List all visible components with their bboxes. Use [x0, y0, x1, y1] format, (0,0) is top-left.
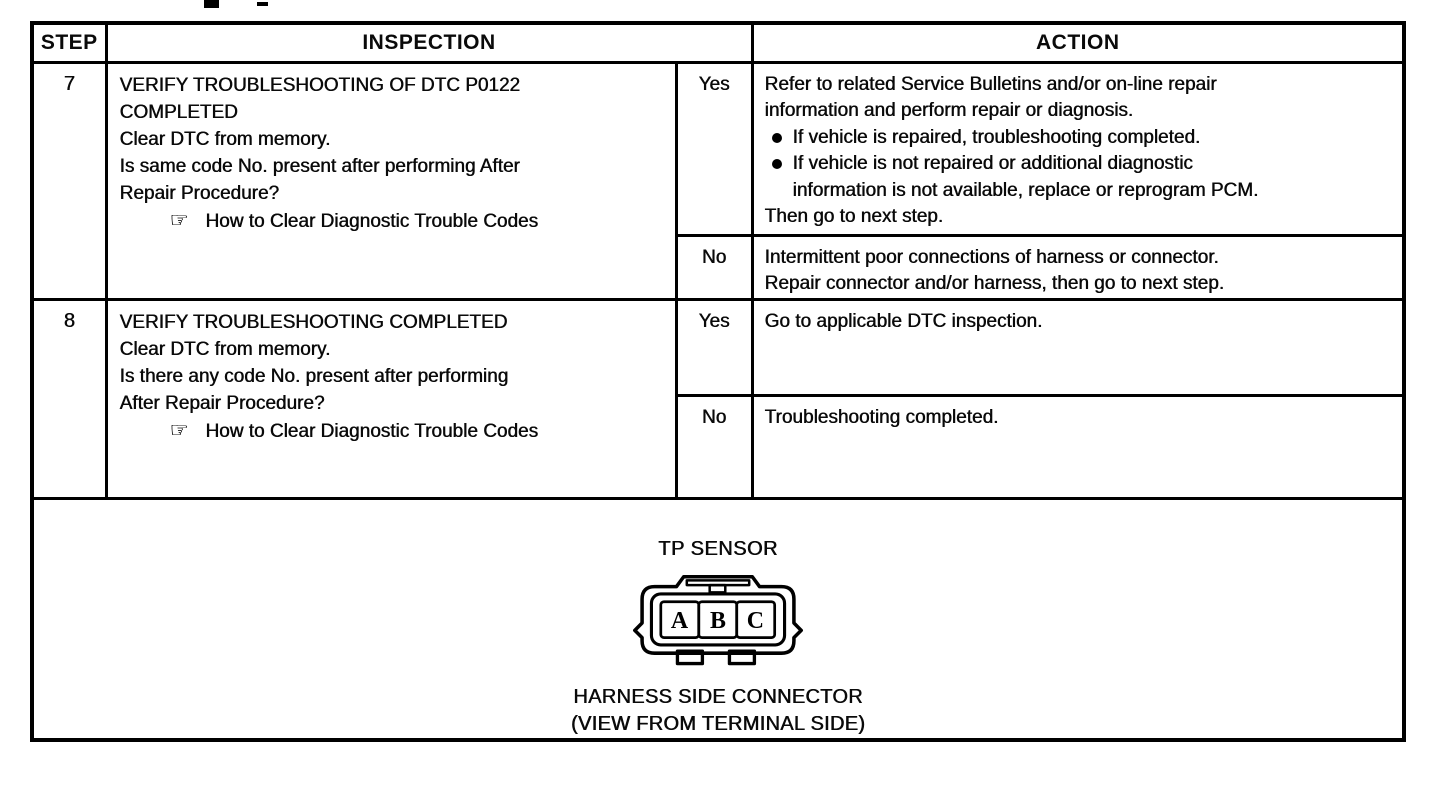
- action-cell: Refer to related Service Bulletins and/o…: [750, 60, 1406, 237]
- reference-text: How to Clear Diagnostic Trouble Codes: [205, 210, 538, 232]
- connector-tab-left: [675, 648, 705, 665]
- bullet-icon: [771, 132, 782, 143]
- action-line: Repair connector and/or harness, then go…: [764, 273, 1224, 294]
- inspection-line: After Repair Procedure?: [119, 392, 325, 414]
- terminal-box-c: [735, 599, 777, 639]
- inspection-cell: VERIFY TROUBLESHOOTING COMPLETED Clear D…: [104, 297, 678, 500]
- table-row: No Intermittent poor connections of harn…: [32, 233, 1406, 301]
- scan-artifact: [204, 0, 219, 8]
- step-number: 7: [30, 60, 108, 301]
- inspection-line: Clear DTC from memory.: [119, 338, 331, 360]
- reference-line: ☞ How to Clear Diagnostic Trouble Codes: [120, 417, 667, 445]
- action-line: If vehicle is repaired, troubleshooting …: [792, 126, 1201, 148]
- scan-artifact: [257, 2, 268, 6]
- inspection-cell: VERIFY TROUBLESHOOTING OF DTC P0122 COMP…: [104, 60, 678, 301]
- table-row: No Troubleshooting completed.: [32, 393, 1406, 500]
- table-row: 8 VERIFY TROUBLESHOOTING COMPLETED Clear…: [30, 297, 1406, 500]
- bullet-icon: [771, 159, 782, 169]
- step-column-header: STEP: [30, 21, 108, 64]
- inspection-line: Repair Procedure?: [119, 182, 279, 204]
- inspection-line: VERIFY TROUBLESHOOTING OF DTC P0122: [119, 74, 521, 96]
- connector-inner-frame: [649, 591, 787, 646]
- pointing-hand-icon: ☞: [169, 208, 189, 232]
- connector-drawing: A B C: [34, 570, 1402, 674]
- answer-yes-cell: Yes: [674, 297, 754, 397]
- inspection-line: VERIFY TROUBLESHOOTING COMPLETED: [119, 311, 508, 333]
- action-cell: Go to applicable DTC inspection.: [750, 297, 1406, 397]
- answer-no-cell: No: [674, 233, 754, 301]
- action-line: Go to applicable DTC inspection.: [764, 310, 1043, 332]
- inspection-line: Is there any code No. present after perf…: [119, 365, 509, 387]
- action-bullet-line: If vehicle is repaired, troubleshooting …: [765, 125, 1395, 152]
- diagram-title: TP SENSOR: [658, 537, 778, 560]
- action-line: Troubleshooting completed.: [764, 406, 999, 428]
- action-cell: Intermittent poor connections of harness…: [750, 233, 1406, 301]
- connector-diagram-cell: TP SENSOR: [30, 496, 1406, 741]
- action-cell: Troubleshooting completed.: [750, 393, 1406, 500]
- inspection-line: Clear DTC from memory.: [119, 128, 331, 150]
- step-number: 8: [30, 297, 108, 500]
- diagram-row: TP SENSOR: [30, 496, 1406, 741]
- action-line: Intermittent poor connections of harness…: [764, 246, 1219, 268]
- troubleshooting-table: STEP INSPECTION ACTION 7 VERIFY TROUBLES…: [30, 21, 1407, 742]
- diagram-caption-line2: (VIEW FROM TERMINAL SIDE): [570, 712, 866, 735]
- action-line: If vehicle is not repaired or additional…: [792, 153, 1193, 174]
- pointing-hand-icon: ☞: [169, 418, 189, 442]
- action-line: information and perform repair or diagno…: [764, 100, 1134, 121]
- inspection-column-header: INSPECTION: [104, 21, 754, 64]
- answer-no-cell: No: [674, 393, 754, 500]
- connector-outline: [633, 574, 803, 655]
- inspection-line: Is same code No. present after performin…: [119, 155, 520, 177]
- action-line: information is not available, replace or…: [792, 179, 1259, 201]
- inspection-line: COMPLETED: [119, 101, 238, 123]
- connector-latch-key: [708, 583, 727, 594]
- action-line: Then go to next step.: [764, 206, 944, 227]
- table-row: 7 VERIFY TROUBLESHOOTING OF DTC P0122 CO…: [30, 60, 1406, 301]
- reference-text: How to Clear Diagnostic Trouble Codes: [205, 420, 538, 442]
- table-header-row: STEP INSPECTION ACTION: [30, 21, 1406, 64]
- action-line: Refer to related Service Bulletins and/o…: [764, 73, 1217, 95]
- connector-tab-right: [727, 648, 757, 665]
- terminal-label-b: B: [710, 608, 726, 634]
- answer-yes-cell: Yes: [674, 60, 754, 237]
- terminal-label-a: A: [671, 608, 689, 634]
- diagram-caption-line1: HARNESS SIDE CONNECTOR: [573, 685, 863, 708]
- action-bullet-line: If vehicle is not repaired or additional…: [765, 151, 1395, 178]
- terminal-label-c: C: [747, 608, 764, 634]
- reference-line: ☞ How to Clear Diagnostic Trouble Codes: [120, 207, 667, 235]
- action-column-header: ACTION: [750, 21, 1406, 64]
